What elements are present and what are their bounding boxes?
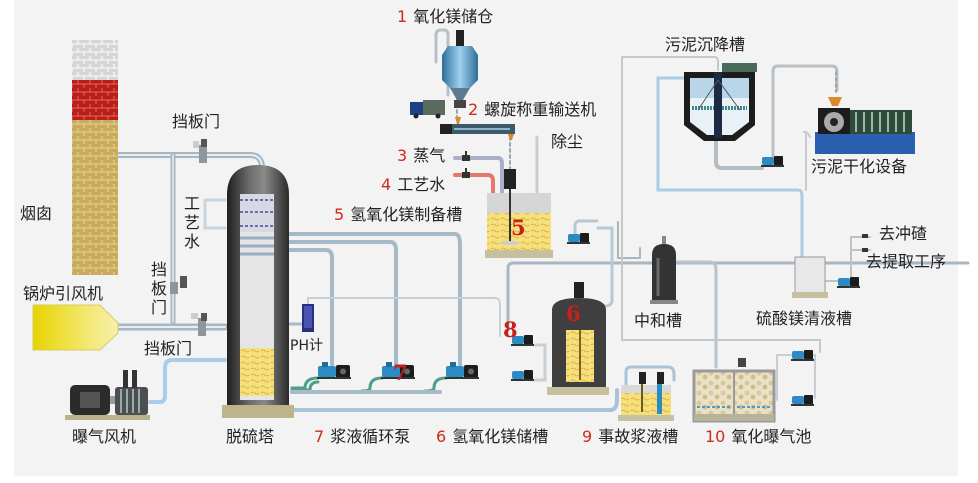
label-1-num: 1 bbox=[397, 7, 408, 26]
marker-5: 5 bbox=[511, 215, 526, 240]
dosing-pump-icon bbox=[511, 370, 534, 381]
label-4-num: 4 bbox=[381, 175, 392, 194]
label-1: 1 氧化镁储仓 bbox=[397, 8, 493, 26]
aeration-blower bbox=[65, 370, 150, 420]
aeration-pool-pump-icon bbox=[791, 395, 814, 406]
label-2-num: 2 bbox=[468, 100, 479, 119]
steam-valve-icon bbox=[462, 151, 470, 161]
sludge-drying-equipment bbox=[815, 97, 915, 154]
damper-valves bbox=[170, 139, 207, 336]
mgoh2-storage-tank bbox=[547, 282, 609, 395]
tower-label: 脱硫塔 bbox=[226, 427, 275, 446]
marker-7: 7 bbox=[393, 360, 408, 385]
accident-slurry-tank bbox=[618, 372, 674, 421]
label-7: 7 浆液循环泵 bbox=[314, 428, 410, 446]
damper-middle-text: 挡板 bbox=[150, 260, 167, 298]
label-7-text: 浆液循环泵 bbox=[330, 427, 411, 446]
label-1-text: 氧化镁储仓 bbox=[413, 7, 494, 26]
ph-meter-label: PH计 bbox=[290, 338, 323, 354]
label-5-num: 5 bbox=[334, 205, 345, 224]
neutralization-tank-label: 中和槽 bbox=[634, 311, 683, 330]
pipes bbox=[114, 28, 970, 412]
sludge-drying-label: 污泥干化设备 bbox=[811, 157, 908, 176]
chimney-label: 烟囱 bbox=[20, 204, 53, 223]
boiler-fan bbox=[32, 304, 119, 351]
label-10-text: 氧化曝气池 bbox=[731, 427, 812, 446]
label-4-text: 工艺水 bbox=[397, 175, 446, 194]
clear-liquid-pump-icon bbox=[837, 277, 860, 288]
label-6-text: 氢氧化镁储槽 bbox=[452, 427, 549, 446]
damper-middle-label: 挡板门 bbox=[150, 260, 168, 317]
label-2: 2 螺旋称重输送机 bbox=[468, 101, 596, 119]
to-extraction-label: 去提取工序 bbox=[866, 252, 947, 271]
mgso4-tank-label: 硫酸镁清液槽 bbox=[756, 309, 853, 328]
process-water-vertical-label: 工艺水 bbox=[183, 194, 200, 251]
label-9-num: 9 bbox=[582, 427, 593, 446]
label-4: 4 工艺水 bbox=[381, 176, 445, 194]
label-5: 5 氢氧化镁制备槽 bbox=[334, 206, 462, 224]
label-9: 9 事故浆液槽 bbox=[582, 428, 678, 446]
aeration-blower-label: 曝气风机 bbox=[72, 427, 137, 446]
dust-removal-label: 除尘 bbox=[551, 132, 584, 151]
mgoh2-prep-tank bbox=[485, 169, 553, 258]
oxidation-aeration-pool bbox=[692, 358, 776, 423]
mgso4-clear-tank bbox=[792, 256, 828, 298]
chimney bbox=[72, 40, 118, 275]
sludge-pump-icon bbox=[761, 156, 784, 167]
mgo-silo bbox=[410, 30, 478, 119]
neutralization-tank bbox=[650, 236, 678, 304]
label-3-text: 蒸气 bbox=[413, 146, 446, 165]
damper-bottom-label: 挡板门 bbox=[144, 339, 193, 358]
label-5-text: 氢氧化镁制备槽 bbox=[350, 205, 463, 224]
outlet-valves bbox=[862, 234, 868, 252]
to-slag-flush-label: 去冲碴 bbox=[879, 224, 928, 243]
desulfurization-tower bbox=[222, 165, 294, 418]
label-7-num: 7 bbox=[314, 427, 325, 446]
screw-conveyor bbox=[440, 117, 515, 140]
water-valve-icon bbox=[462, 168, 470, 178]
boiler-fan-label: 锅炉引风机 bbox=[23, 284, 104, 303]
sludge-settling-tank bbox=[684, 63, 757, 141]
label-2-text: 螺旋称重输送机 bbox=[484, 100, 597, 119]
ph-meter bbox=[302, 304, 314, 332]
label-10: 10 氧化曝气池 bbox=[705, 428, 811, 446]
sludge-settling-tank-label: 污泥沉降槽 bbox=[665, 35, 746, 54]
label-6: 6 氢氧化镁储槽 bbox=[436, 428, 548, 446]
label-3: 3 蒸气 bbox=[397, 147, 445, 165]
label-6-num: 6 bbox=[436, 427, 447, 446]
prep-tank-pump-icon bbox=[567, 233, 590, 244]
damper-top-label: 挡板门 bbox=[172, 112, 221, 131]
label-10-num: 10 bbox=[705, 427, 726, 446]
label-3-num: 3 bbox=[397, 146, 408, 165]
label-9-text: 事故浆液槽 bbox=[598, 427, 679, 446]
damper-middle-text-2: 门 bbox=[150, 298, 167, 317]
marker-6: 6 bbox=[566, 301, 581, 326]
aeration-pool-pump-icon bbox=[791, 350, 814, 361]
marker-8: 8 bbox=[503, 317, 518, 342]
